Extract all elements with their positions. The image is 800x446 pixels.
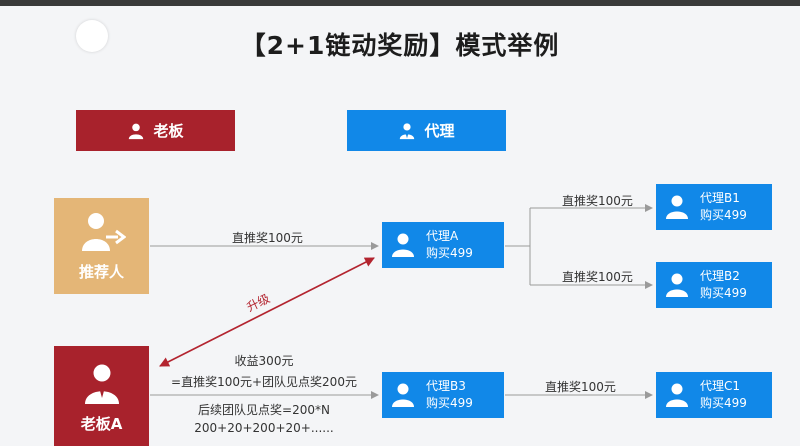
referrer-node: 推荐人 xyxy=(54,198,149,294)
agent-b3-name: 代理B3 xyxy=(426,379,466,393)
label-b3-to-c1: 直推奖100元 xyxy=(545,380,616,394)
person-icon xyxy=(129,123,144,139)
agent-b2-node: 代理B2 购买499 xyxy=(656,262,772,308)
agent-a-name: 代理A xyxy=(426,229,459,243)
agent-b3-purchase: 购买499 xyxy=(426,396,473,410)
label-income-line2: =直推奖100元+团队见点奖200元 xyxy=(171,375,357,389)
referrer-icon xyxy=(81,213,126,251)
boss-header: 老板 xyxy=(76,110,235,151)
referrer-label: 推荐人 xyxy=(78,263,124,281)
label-income-line1: 收益300元 xyxy=(234,354,294,368)
label-followup-line1: 后续团队见点奖=200*N xyxy=(198,403,330,417)
agent-c1-name: 代理C1 xyxy=(700,379,741,393)
person-icon xyxy=(666,383,688,407)
agent-a-purchase: 购买499 xyxy=(426,246,473,260)
agent-b1-node: 代理B1 购买499 xyxy=(656,184,772,230)
boss-a-label: 老板A xyxy=(80,415,123,433)
person-icon xyxy=(666,195,688,219)
person-icon xyxy=(666,273,688,297)
upgrade-arrow xyxy=(159,257,375,367)
person-icon xyxy=(392,383,414,407)
label-a-to-b1: 直推奖100元 xyxy=(562,194,633,208)
boss-header-label: 老板 xyxy=(153,122,184,140)
boss-a-node: 老板A xyxy=(54,346,149,446)
agent-header-label: 代理 xyxy=(424,122,455,140)
person-icon xyxy=(392,233,414,257)
agent-b2-purchase: 购买499 xyxy=(700,286,747,300)
agent-tie-icon xyxy=(400,122,415,139)
agent-c1-purchase: 购买499 xyxy=(700,396,747,410)
top-bar xyxy=(0,0,800,6)
label-referrer-to-a: 直推奖100元 xyxy=(232,231,303,245)
label-followup-line2: 200+20+200+20+...... xyxy=(194,421,334,435)
corner-circle xyxy=(76,20,108,52)
boss-icon xyxy=(84,364,119,404)
agent-header: 代理 xyxy=(347,110,506,151)
diagram-title: 【2+1链动奖励】模式举例 xyxy=(240,31,560,60)
agent-a-node: 代理A 购买499 xyxy=(382,222,504,268)
agent-b1-name: 代理B1 xyxy=(700,191,740,205)
agent-c1-node: 代理C1 购买499 xyxy=(656,372,772,418)
agent-b1-purchase: 购买499 xyxy=(700,208,747,222)
agent-b2-name: 代理B2 xyxy=(700,269,740,283)
agent-b3-node: 代理B3 购买499 xyxy=(382,372,504,418)
label-a-to-b2: 直推奖100元 xyxy=(562,270,633,284)
